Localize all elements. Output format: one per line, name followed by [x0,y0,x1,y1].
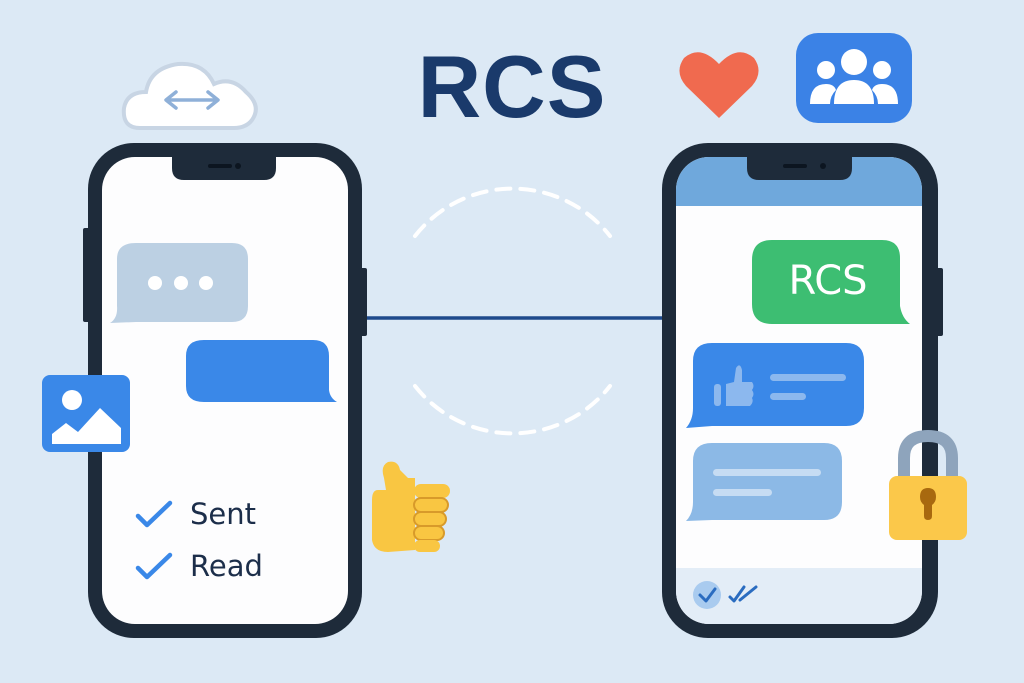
cloud-sync-icon [121,61,258,130]
connection-arc-bottom [413,384,612,436]
thumbs-up-icon [372,461,450,552]
reaction-message-bubble [686,343,864,428]
status-sent-label: Sent [190,497,257,531]
read-check-icon [135,552,173,580]
image-icon[interactable] [42,375,130,452]
double-check-icon [728,585,758,603]
rcs-message-bubble [752,240,910,324]
heart-icon [679,52,759,119]
status-read-label: Read [190,549,263,583]
page-title: RCS [417,37,607,136]
sent-message-bubble [186,340,337,402]
rcs-bubble-text: RCS [788,258,868,304]
group-icon[interactable] [796,33,912,123]
lock-icon [889,429,967,540]
connection-arc-top [413,186,612,238]
typing-bubble [110,243,248,323]
sent-check-icon [135,500,173,528]
delivered-check-icon [693,581,721,609]
thumbs-up-small-icon [714,365,754,406]
text-message-bubble [686,443,842,521]
